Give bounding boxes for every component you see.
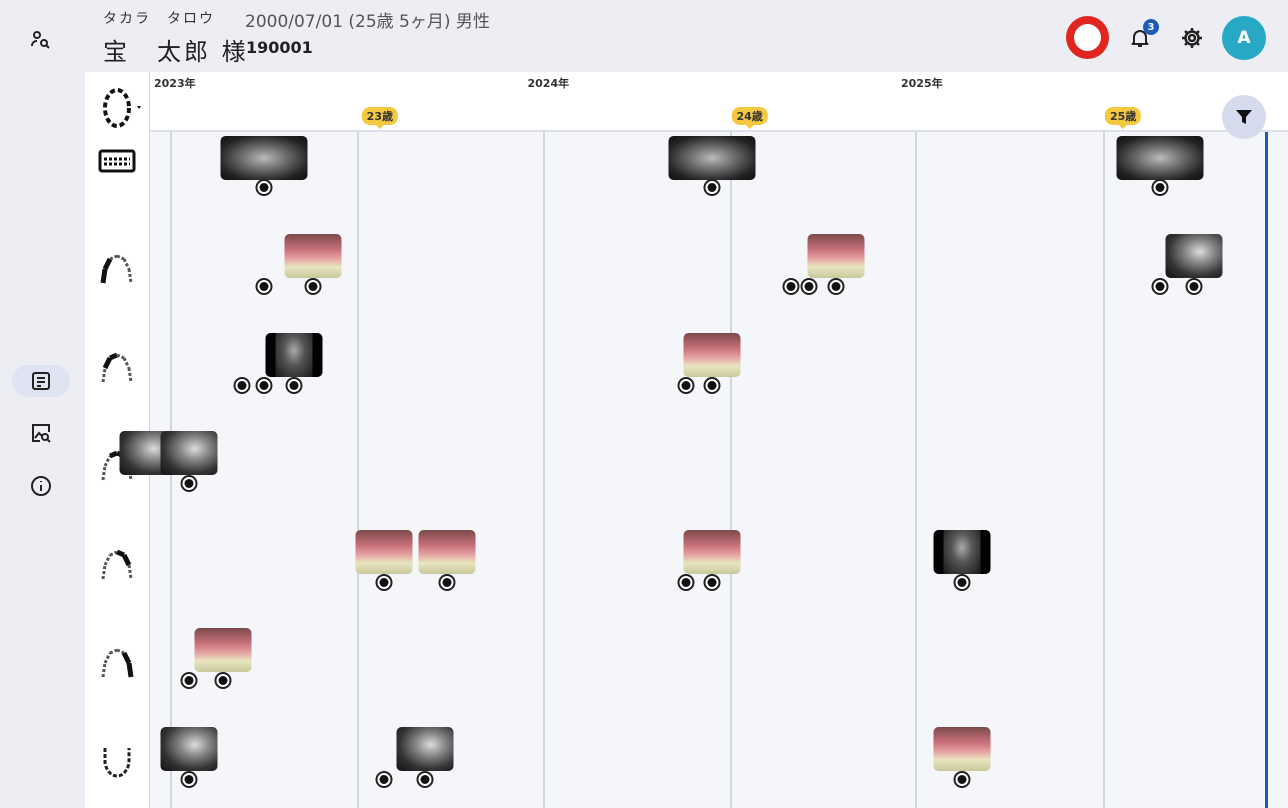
- gridline: [543, 132, 545, 808]
- patient-search-button[interactable]: [12, 24, 70, 56]
- arch-outline-icon: [103, 88, 141, 128]
- panoramic-xray-thumbnail[interactable]: [1116, 136, 1204, 180]
- record-marker[interactable]: [214, 672, 232, 689]
- record-marker[interactable]: [255, 179, 273, 196]
- arch-selector-dropdown[interactable]: [99, 86, 145, 134]
- records-nav-button[interactable]: [12, 365, 70, 397]
- region-upper-left-icon[interactable]: [97, 543, 137, 583]
- notification-count-badge: 3: [1143, 19, 1159, 35]
- record-marker[interactable]: [782, 278, 800, 295]
- timeline-area: [85, 72, 1288, 808]
- record-marker[interactable]: [438, 573, 456, 591]
- record-marker[interactable]: [677, 573, 695, 591]
- record-marker[interactable]: [416, 770, 434, 788]
- record-marker[interactable]: [1151, 179, 1169, 196]
- today-line: [1265, 132, 1268, 808]
- image-search-icon: [32, 424, 51, 443]
- record-marker[interactable]: [285, 376, 303, 394]
- region-lower-icon[interactable]: [97, 740, 137, 780]
- record-marker[interactable]: [1185, 278, 1203, 295]
- record-marker[interactable]: [233, 376, 251, 394]
- xray-thumbnail[interactable]: [396, 726, 454, 771]
- record-marker[interactable]: [677, 376, 695, 394]
- year-label: 2023年: [154, 77, 196, 90]
- panoramic-xray-thumbnail[interactable]: [220, 136, 308, 180]
- record-marker[interactable]: [180, 770, 198, 788]
- record-marker[interactable]: [703, 376, 721, 394]
- record-marker[interactable]: [953, 573, 971, 591]
- xray-thumbnail[interactable]: [160, 726, 218, 771]
- gridline: [915, 132, 917, 808]
- settings-button[interactable]: [1178, 24, 1206, 52]
- record-marker[interactable]: [827, 278, 844, 295]
- record-marker[interactable]: [255, 376, 273, 394]
- filter-button[interactable]: [1222, 95, 1266, 139]
- gridline: [357, 132, 359, 808]
- gridline: [730, 132, 732, 808]
- record-marker[interactable]: [304, 278, 322, 295]
- year-label: 2025年: [901, 77, 943, 90]
- xray-thumbnail[interactable]: [1165, 234, 1223, 278]
- region-upper-left-molar-icon[interactable]: [97, 641, 137, 681]
- record-marker[interactable]: [800, 278, 818, 295]
- age-marker: 24歳: [731, 107, 768, 129]
- filter-icon: [1236, 110, 1252, 124]
- info-nav-button[interactable]: [12, 470, 70, 502]
- bell-icon: [1131, 30, 1149, 47]
- intraoral-photo-thumbnail[interactable]: [683, 529, 741, 574]
- intraoral-photo-thumbnail[interactable]: [933, 726, 991, 771]
- record-marker[interactable]: [180, 672, 198, 689]
- record-marker[interactable]: [180, 475, 198, 492]
- intraoral-photo-thumbnail[interactable]: [355, 529, 413, 574]
- age-marker: 25歳: [1104, 107, 1142, 129]
- patient-id: 190001: [246, 38, 313, 57]
- user-avatar[interactable]: A: [1222, 16, 1266, 60]
- patient-search-icon: [31, 31, 50, 49]
- intraoral-photo-thumbnail[interactable]: [807, 234, 864, 278]
- gear-icon: [1182, 28, 1202, 48]
- record-marker[interactable]: [703, 573, 721, 591]
- gridline: [1103, 132, 1105, 808]
- region-panorama-icon[interactable]: [97, 147, 137, 187]
- region-upper-right-molar-icon[interactable]: [97, 346, 137, 386]
- patient-dob: 2000/07/01 (25歳 5ヶ月) 男性: [245, 12, 490, 32]
- intraoral-photo-thumbnail[interactable]: [194, 628, 252, 672]
- mascot-button[interactable]: [1066, 16, 1109, 59]
- record-marker[interactable]: [255, 278, 273, 295]
- panoramic-xray-thumbnail[interactable]: [668, 136, 756, 180]
- xray-thumbnail[interactable]: [933, 529, 991, 574]
- info-icon: [31, 476, 51, 496]
- timeline-axis: 2023年 2024年 2025年 23歳 24歳 25歳: [150, 72, 1288, 132]
- year-label: 2024年: [527, 77, 570, 90]
- patient-name: 宝 太郎 様: [103, 38, 249, 66]
- xray-thumbnail[interactable]: [160, 431, 218, 475]
- intraoral-photo-thumbnail[interactable]: [683, 332, 741, 377]
- record-marker[interactable]: [953, 770, 971, 788]
- mascot-icon: [1074, 24, 1101, 51]
- patient-kana-name: タカラ タロウ: [103, 11, 215, 27]
- xray-thumbnail[interactable]: [265, 332, 323, 377]
- record-marker[interactable]: [1151, 278, 1169, 295]
- image-search-nav-button[interactable]: [12, 417, 70, 449]
- intraoral-photo-thumbnail[interactable]: [284, 234, 342, 278]
- record-marker[interactable]: [703, 179, 721, 196]
- region-upper-right-icon[interactable]: [97, 247, 137, 287]
- record-marker[interactable]: [375, 573, 393, 591]
- notifications-button[interactable]: [1126, 24, 1154, 52]
- intraoral-photo-thumbnail[interactable]: [418, 529, 476, 574]
- age-marker: 23歳: [361, 107, 398, 129]
- records-icon: [32, 372, 50, 390]
- record-marker[interactable]: [375, 770, 393, 788]
